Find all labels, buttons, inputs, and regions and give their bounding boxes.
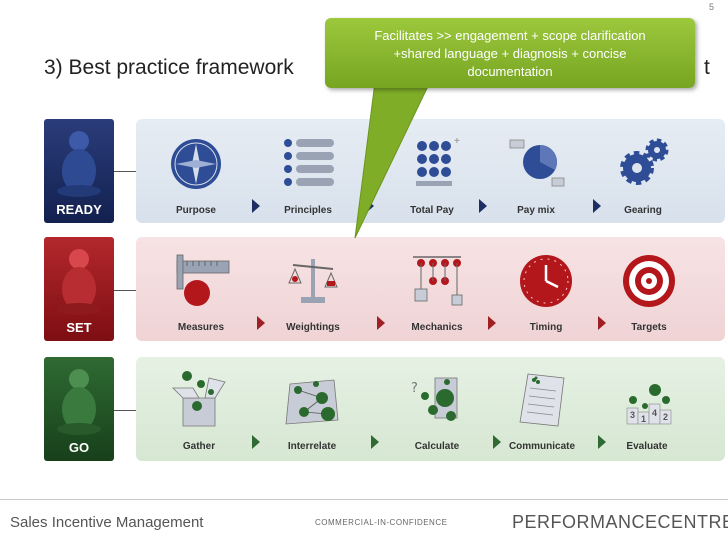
stage-ready: READY bbox=[44, 119, 114, 223]
step-label: Gather bbox=[156, 441, 242, 452]
footer-confidentiality: COMMERCIAL-IN-CONFIDENCE bbox=[315, 518, 447, 527]
step-label: Communicate bbox=[499, 441, 585, 452]
callout-text: Facilitates >> engagement + scope clarif… bbox=[325, 27, 695, 81]
podium-digit: 4 bbox=[652, 408, 657, 418]
step-communicate: Communicate bbox=[499, 370, 585, 452]
calculate-icon: ? bbox=[407, 370, 467, 430]
podium-digit: 2 bbox=[663, 412, 668, 422]
connector-line bbox=[114, 171, 136, 172]
caliper-icon bbox=[171, 251, 231, 311]
flow-arrow bbox=[252, 199, 260, 213]
flow-arrow bbox=[479, 199, 487, 213]
step-total-pay: + Total Pay bbox=[389, 134, 475, 216]
stage-label-set: SET bbox=[44, 320, 114, 335]
slide-title-tail: t bbox=[704, 56, 710, 80]
stage-go: GO bbox=[44, 357, 114, 461]
gears-icon bbox=[613, 134, 673, 194]
dot-grid-icon: + bbox=[402, 134, 462, 194]
flow-arrow bbox=[366, 199, 374, 213]
footer-logo: PERFORMANCECENTRE® bbox=[512, 512, 728, 533]
compass-icon bbox=[166, 134, 226, 194]
step-label: Purpose bbox=[153, 205, 239, 216]
connector-line bbox=[114, 290, 136, 291]
step-label: Pay mix bbox=[493, 205, 579, 216]
callout-line: documentation bbox=[325, 63, 695, 81]
person-icon bbox=[44, 119, 114, 199]
step-gearing: Gearing bbox=[600, 134, 686, 216]
step-principles: Principles bbox=[265, 134, 351, 216]
stage-label-go: GO bbox=[44, 440, 114, 455]
step-pay-mix: Pay mix bbox=[493, 134, 579, 216]
footer-divider bbox=[0, 499, 728, 500]
step-label: Measures bbox=[158, 322, 244, 333]
logo-text: PERFORMANCECENTRE bbox=[512, 512, 728, 532]
step-label: Total Pay bbox=[389, 205, 475, 216]
step-targets: Targets bbox=[606, 251, 692, 333]
step-purpose: Purpose bbox=[153, 134, 239, 216]
target-icon bbox=[619, 251, 679, 311]
flow-arrow bbox=[257, 316, 265, 330]
list-icon bbox=[278, 134, 338, 194]
podium-icon: 3 1 4 2 bbox=[617, 370, 677, 430]
step-calculate: ? Calculate bbox=[394, 370, 480, 452]
step-label: Evaluate bbox=[604, 441, 690, 452]
svg-text:?: ? bbox=[411, 381, 418, 396]
step-timing: Timing bbox=[503, 251, 589, 333]
step-label: Principles bbox=[265, 205, 351, 216]
step-label: Gearing bbox=[600, 205, 686, 216]
slide-title: 3) Best practice framework bbox=[44, 56, 294, 80]
step-weightings: Weightings bbox=[270, 251, 356, 333]
step-gather: Gather bbox=[156, 370, 242, 452]
flow-arrow bbox=[488, 316, 496, 330]
flow-arrow bbox=[252, 435, 260, 449]
podium-digit: 1 bbox=[641, 414, 646, 424]
callout-box: Facilitates >> engagement + scope clarif… bbox=[325, 18, 695, 88]
clock-icon bbox=[516, 251, 576, 311]
svg-text:+: + bbox=[454, 136, 460, 147]
podium-digit: 3 bbox=[630, 410, 635, 420]
flow-arrow bbox=[598, 316, 606, 330]
step-mechanics: Mechanics bbox=[394, 251, 480, 333]
step-interrelate: Interrelate bbox=[269, 370, 355, 452]
step-label: Mechanics bbox=[394, 322, 480, 333]
scales-icon bbox=[283, 251, 343, 311]
stage-set: SET bbox=[44, 237, 114, 341]
callout-line: Facilitates >> engagement + scope clarif… bbox=[325, 27, 695, 45]
box-icon bbox=[169, 370, 229, 430]
footer-title: Sales Incentive Management bbox=[10, 514, 203, 531]
network-icon bbox=[282, 370, 342, 430]
step-label: Targets bbox=[606, 322, 692, 333]
person-icon bbox=[44, 357, 114, 437]
person-icon bbox=[44, 237, 114, 317]
connector-line bbox=[114, 410, 136, 411]
callout-line: +shared language + diagnosis + concise bbox=[325, 45, 695, 63]
step-label: Interrelate bbox=[269, 441, 355, 452]
step-label: Calculate bbox=[394, 441, 480, 452]
page-number: 5 bbox=[709, 2, 714, 12]
stage-label-ready: READY bbox=[44, 202, 114, 217]
step-measures: Measures bbox=[158, 251, 244, 333]
step-evaluate: 3 1 4 2 Evaluate bbox=[604, 370, 690, 452]
pie-chart-icon bbox=[506, 134, 566, 194]
step-label: Timing bbox=[503, 322, 589, 333]
flow-arrow bbox=[371, 435, 379, 449]
document-icon bbox=[512, 370, 572, 430]
pulleys-icon bbox=[407, 251, 467, 311]
flow-arrow bbox=[377, 316, 385, 330]
step-label: Weightings bbox=[270, 322, 356, 333]
